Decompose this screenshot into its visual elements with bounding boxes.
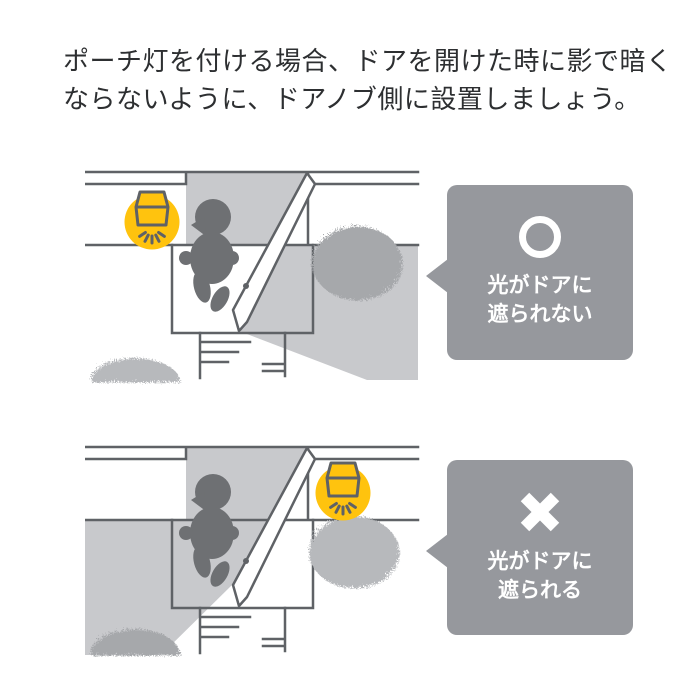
callout-text-line: 光がドアに bbox=[487, 274, 593, 297]
callout-text-line: 遮られない bbox=[487, 303, 593, 326]
porch-light-icon bbox=[124, 190, 180, 250]
light-rays bbox=[329, 502, 357, 516]
bush-right bbox=[310, 224, 400, 298]
callout-good-text: 光がドアに 遮られない bbox=[447, 271, 633, 329]
callout-tail bbox=[426, 534, 448, 568]
doorknob bbox=[243, 558, 249, 564]
steps bbox=[198, 606, 287, 655]
wall-lines bbox=[85, 445, 420, 522]
diagram-bad-example bbox=[85, 445, 420, 655]
callout-tail bbox=[426, 259, 448, 293]
page-heading: ポーチ灯を付ける場合、ドアを開けた時に影で暗く ならないように、ドアノブ側に設置… bbox=[63, 42, 673, 118]
callout-bad-text: 光がドアに 遮られる bbox=[447, 547, 633, 605]
bush-left bbox=[88, 627, 178, 653]
callout-bad: 光がドアに 遮られる bbox=[426, 460, 633, 635]
light-rays bbox=[138, 231, 166, 245]
bush-left bbox=[88, 356, 178, 380]
heading-line-1: ポーチ灯を付ける場合、ドアを開けた時に影で暗く bbox=[63, 46, 673, 76]
wall-lines bbox=[85, 170, 420, 247]
person-icon bbox=[179, 474, 239, 587]
callout-text-line: 遮られる bbox=[498, 579, 582, 602]
porch-light-icon bbox=[315, 461, 371, 521]
callout-good: 光がドアに 遮られない bbox=[426, 185, 633, 360]
steps bbox=[198, 331, 287, 380]
diagram-good-example bbox=[85, 170, 420, 380]
callout-text-line: 光がドアに bbox=[487, 550, 593, 573]
bush-right bbox=[307, 514, 397, 586]
person-icon bbox=[179, 199, 239, 312]
porch-outline bbox=[170, 243, 315, 335]
heading-line-2: ならないように、ドアノブ側に設置しましょう。 bbox=[63, 84, 641, 114]
circle-ok-icon bbox=[519, 216, 561, 258]
doorknob bbox=[243, 283, 249, 289]
cross-ng-icon bbox=[520, 492, 560, 532]
